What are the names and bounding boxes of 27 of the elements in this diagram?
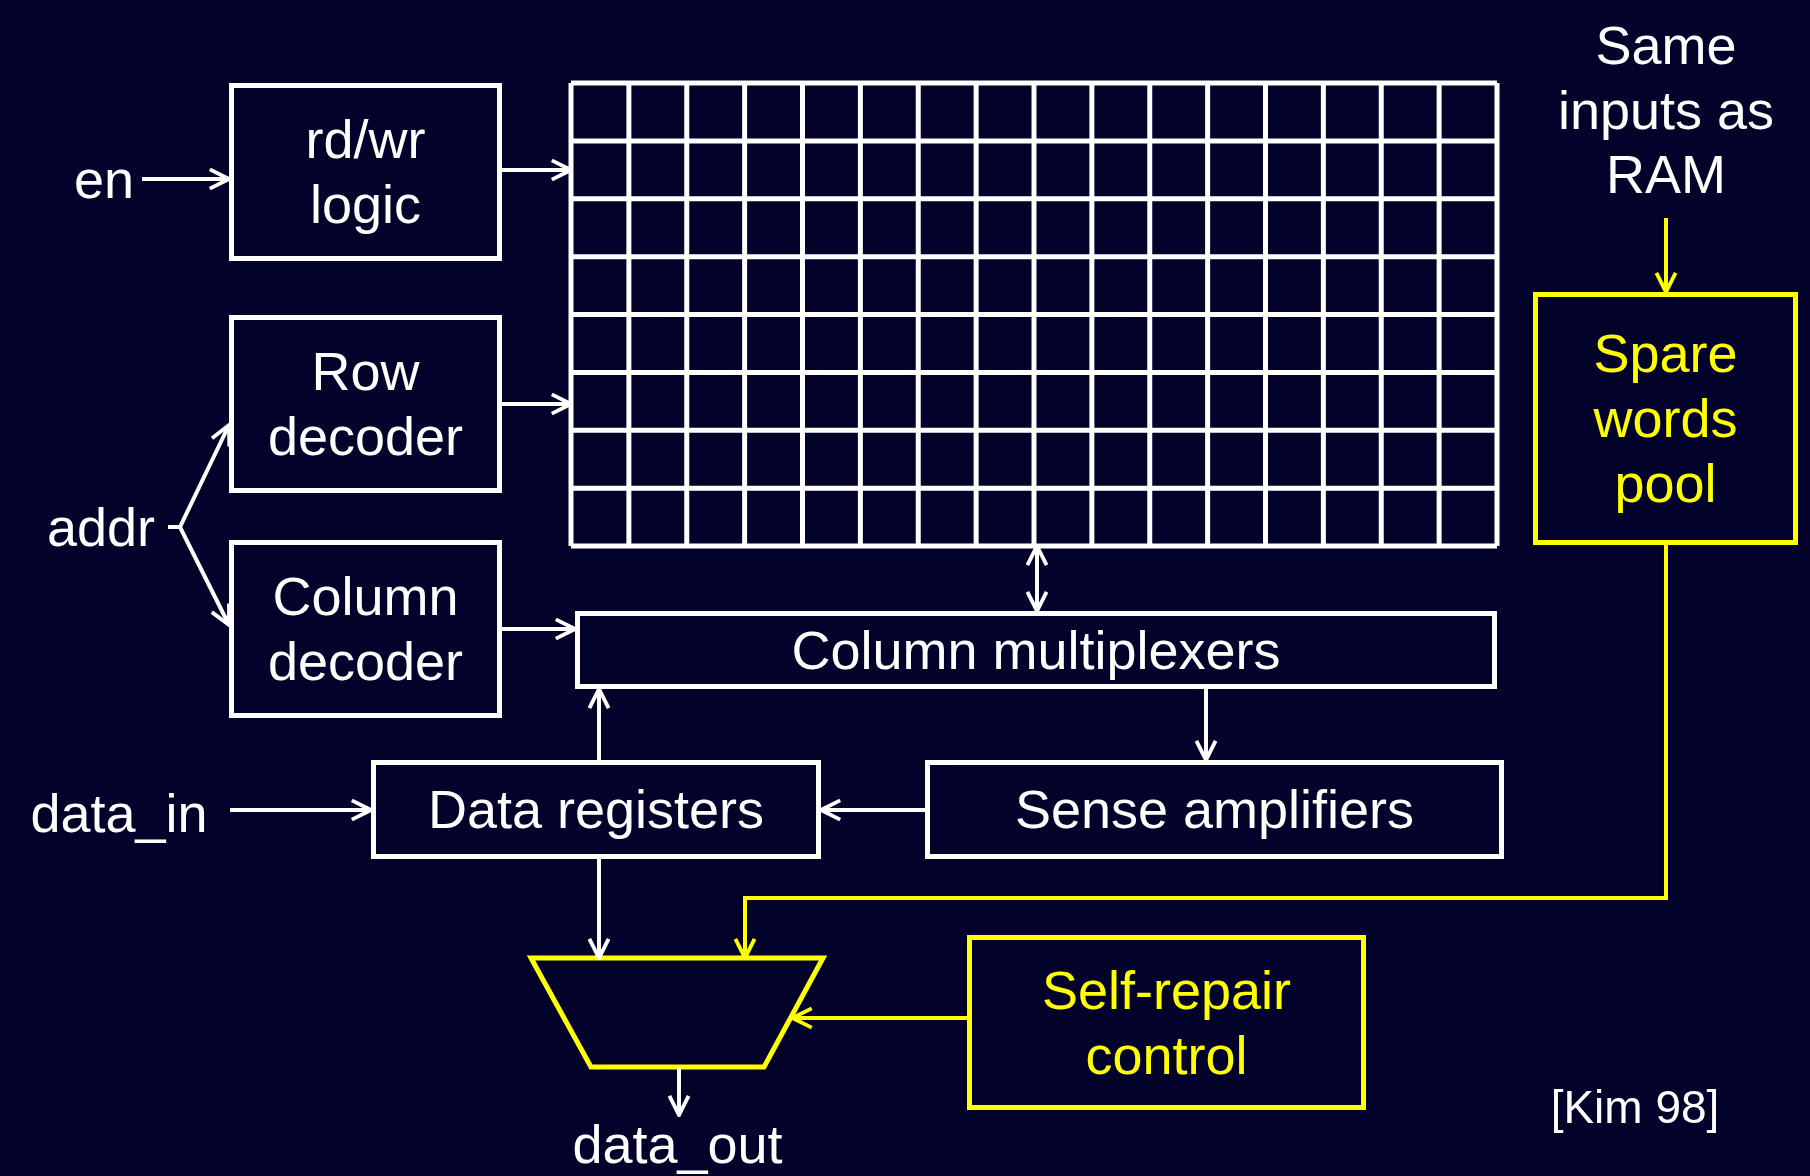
block-box: Data registers: [371, 760, 821, 859]
arrow: [819, 798, 925, 822]
signal-label: Same inputs as RAM: [1525, 2, 1807, 218]
arrow: [667, 1067, 691, 1117]
block-box: Column decoder: [229, 540, 502, 718]
signal-label: en: [66, 150, 142, 208]
arrow: [230, 798, 373, 822]
citation-note: [Kim 98]: [1549, 1080, 1721, 1136]
signal-label: data_in: [8, 782, 230, 844]
arrow: [142, 167, 231, 191]
arrow: [1194, 689, 1218, 762]
block-box: Row decoder: [229, 315, 502, 493]
multiplexer-trapezoid: [526, 955, 828, 1070]
arrow: [502, 617, 577, 641]
block-box: Spare words pool: [1533, 292, 1798, 545]
memory-cell-array: [568, 80, 1500, 549]
arrow: [587, 687, 611, 760]
block-box: Sense amplifiers: [925, 760, 1504, 859]
arrow: [587, 859, 611, 960]
arrow: [1654, 218, 1678, 294]
arrow: [790, 1006, 967, 1030]
arrow: [168, 525, 231, 627]
block-box: Self-repair control: [967, 935, 1366, 1110]
block-box: Column multiplexers: [575, 611, 1497, 689]
signal-label: addr: [34, 497, 168, 557]
signal-label: data_out: [545, 1115, 810, 1173]
block-box: rd/wr logic: [229, 83, 502, 261]
